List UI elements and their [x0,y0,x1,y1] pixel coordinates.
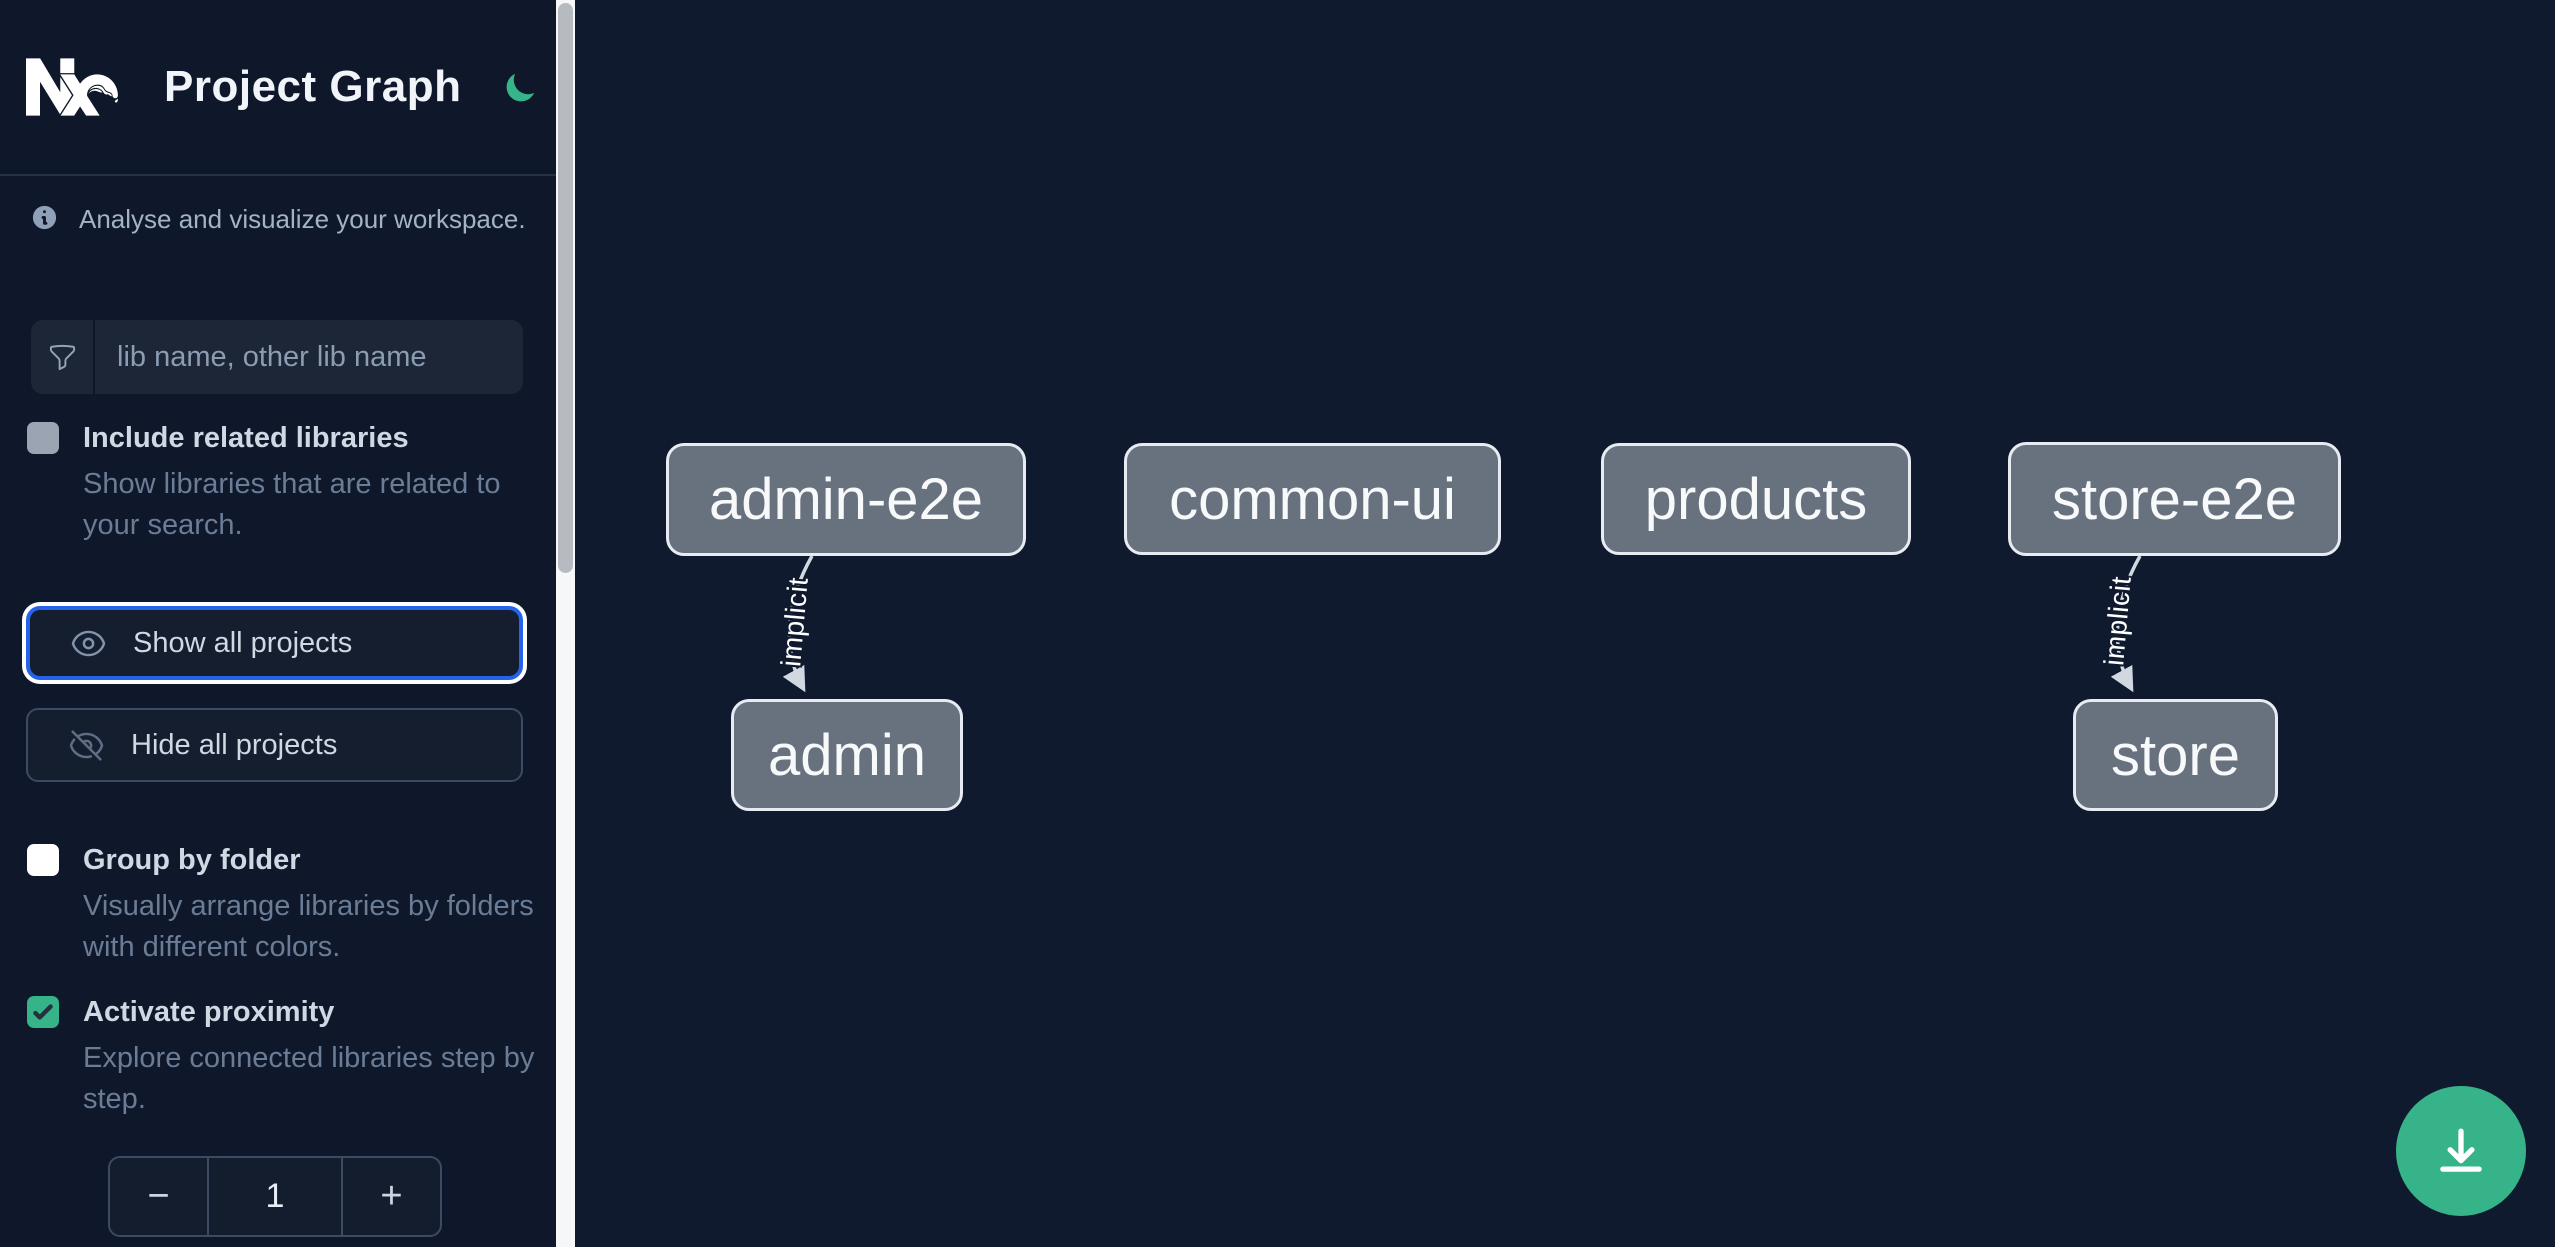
proximity-increment-button[interactable]: + [380,1175,403,1217]
group-by-folder-row[interactable]: Group by folder [27,842,527,878]
group-by-folder-checkbox[interactable] [27,844,59,876]
include-related-label: Include related libraries [83,422,409,454]
checkmark-icon [30,999,56,1025]
sidebar-scrollbar-thumb[interactable] [558,3,573,573]
show-all-projects-label: Show all projects [133,626,353,659]
option-include-related: Include related libraries Show libraries… [27,420,527,546]
hide-all-projects-label: Hide all projects [131,728,338,761]
graph-node-store-e2e[interactable]: store-e2e [2008,442,2341,556]
app-title: Project Graph [164,62,462,111]
include-related-checkbox[interactable] [27,422,59,454]
sidebar: Project Graph Analyse and visualize your… [0,0,556,1247]
edge-admin-e2e-to-admin [782,555,814,693]
proximity-stepper: − 1 + [108,1156,442,1237]
activate-proximity-label: Activate proximity [83,996,335,1028]
filter-input[interactable] [95,320,523,394]
activate-proximity-row[interactable]: Activate proximity [27,994,527,1030]
option-activate-proximity: Activate proximity Explore connected lib… [27,994,534,1120]
activate-proximity-description: Explore connected libraries step by step… [83,1042,535,1115]
download-image-button[interactable] [2396,1086,2526,1216]
graph-node-common-ui[interactable]: common-ui [1124,443,1501,555]
search-box [31,320,523,394]
proximity-value: 1 [207,1158,343,1235]
hide-all-projects-button[interactable]: Hide all projects [26,708,523,782]
edge-store-e2e-to-store [2110,555,2142,693]
graph-edges [782,555,2142,693]
activate-proximity-checkbox[interactable] [27,996,59,1028]
sidebar-scrollbar-track[interactable] [556,0,575,1247]
sidebar-header: Project Graph [0,0,556,176]
eye-slash-icon [68,727,105,764]
theme-toggle-button[interactable] [503,67,539,107]
graph-node-admin[interactable]: admin [731,699,963,811]
group-by-folder-description: Visually arrange libraries by folders wi… [83,890,534,963]
tagline-text: Analyse and visualize your workspace. [79,204,526,234]
include-related-description: Show libraries that are related to your … [83,468,501,541]
graph-node-admin-e2e[interactable]: admin-e2e [666,443,1026,556]
show-all-projects-button[interactable]: Show all projects [26,606,523,680]
info-icon [30,202,59,232]
graph-node-products[interactable]: products [1601,443,1911,555]
tagline-row: Analyse and visualize your workspace. [30,202,530,236]
moon-icon [503,69,539,105]
group-by-folder-label: Group by folder [83,844,301,876]
eye-icon [70,625,107,662]
download-icon [2432,1122,2490,1180]
proximity-decrement-button[interactable]: − [147,1175,170,1217]
nx-logo [26,41,118,133]
filter-icon [31,320,95,394]
graph-canvas[interactable]: implicit implicit admin-e2e common-ui pr… [575,0,2555,1247]
include-related-row[interactable]: Include related libraries [27,420,527,456]
graph-node-store[interactable]: store [2073,699,2278,811]
option-group-by-folder: Group by folder Visually arrange librari… [27,842,534,968]
